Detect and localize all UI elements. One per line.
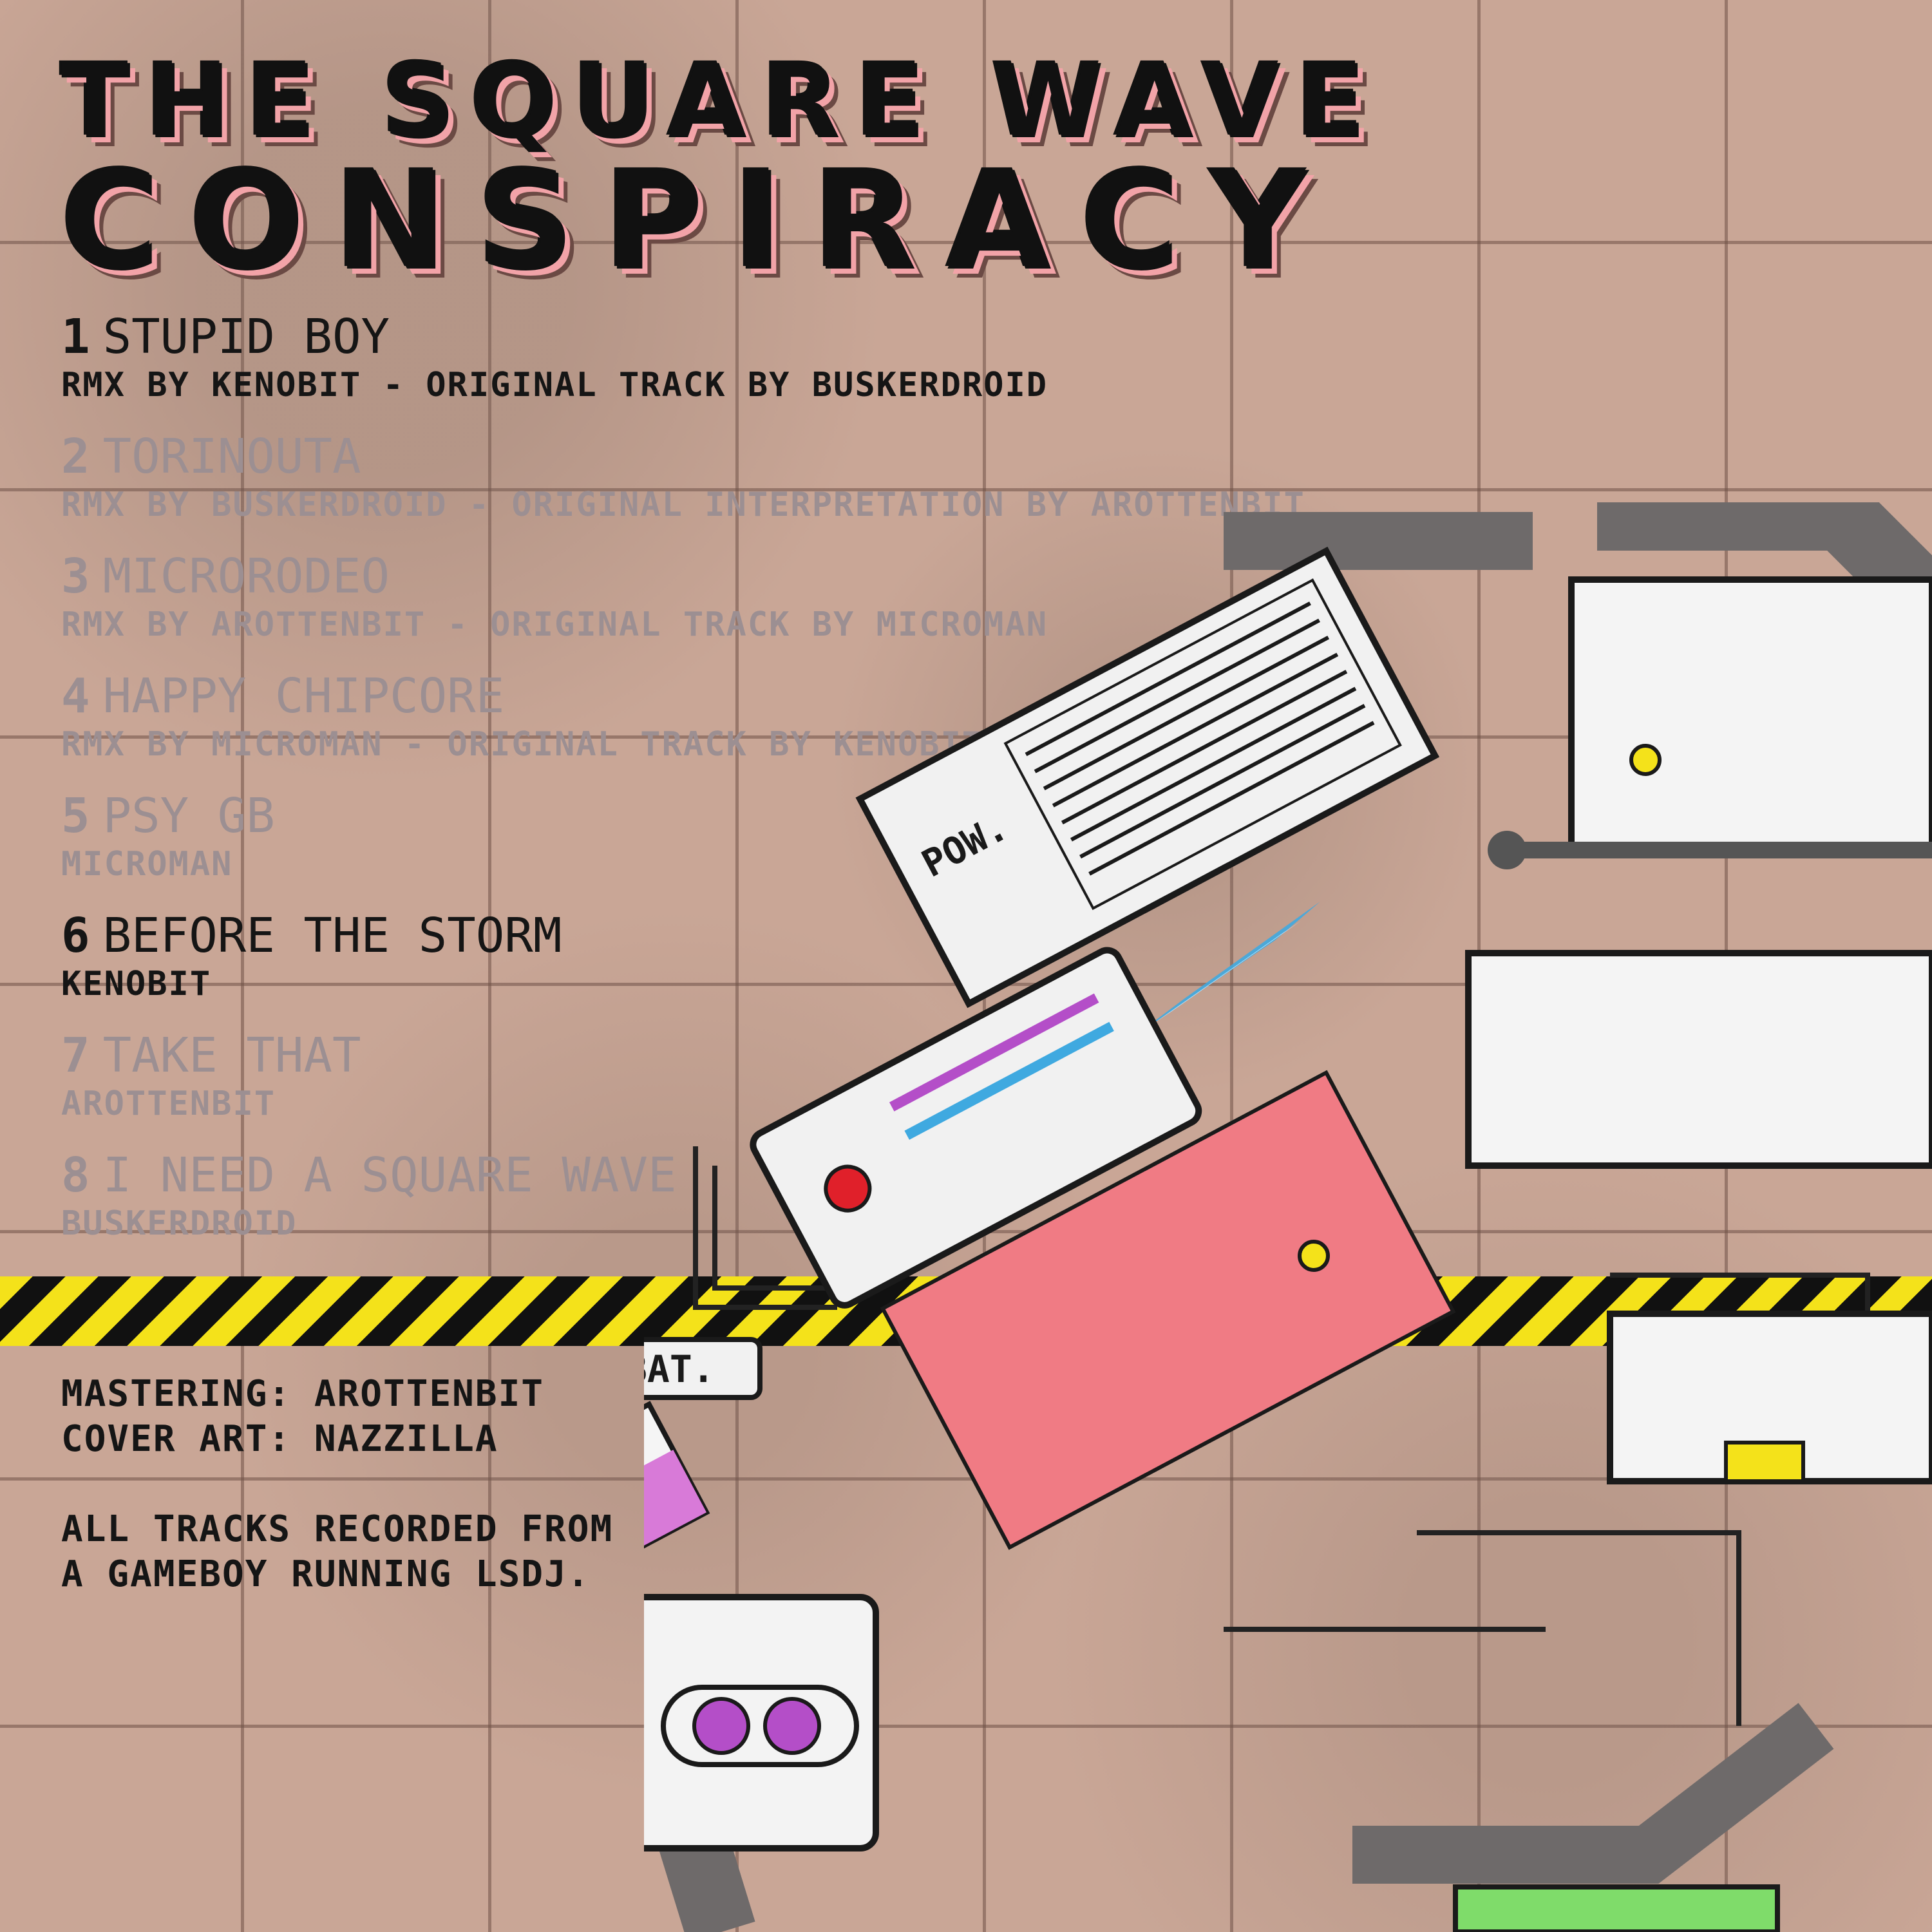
track-title: HAPPY CHIPCORE xyxy=(102,668,505,724)
track-number: 4 xyxy=(61,668,90,724)
gameboy-machine-illustration: POW. BAT. xyxy=(644,502,1932,1932)
vial-rack xyxy=(644,1401,710,1555)
mastering-credit: MASTERING: AROTTENBIT xyxy=(61,1373,545,1415)
track-number: 7 xyxy=(61,1028,90,1083)
cover-art-credit: COVER ART: NAZZILLA xyxy=(61,1418,498,1460)
yellow-bolt xyxy=(1629,744,1662,776)
track-number: 8 xyxy=(61,1148,90,1203)
track-title: PSY GB xyxy=(102,788,275,844)
track-title: STUPID BOY xyxy=(102,309,390,365)
track-number: 5 xyxy=(61,788,90,844)
green-tank xyxy=(1453,1884,1780,1932)
yellow-connector xyxy=(1724,1441,1805,1483)
track-credit: AROTTENBIT xyxy=(61,1084,276,1123)
machine-svg: POW. BAT. xyxy=(644,502,1932,1932)
recording-note-line1: ALL TRACKS RECORDED FROM xyxy=(61,1508,614,1550)
yellow-bolt xyxy=(1298,1240,1330,1272)
bat-device xyxy=(750,947,1202,1309)
pink-circuit-panel xyxy=(880,1070,1456,1550)
track-number: 2 xyxy=(61,429,90,484)
track-credit: MICROMAN xyxy=(61,845,233,884)
track-title: I NEED A SQUARE WAVE xyxy=(102,1148,677,1203)
track-number: 1 xyxy=(61,309,90,365)
track-credit: RMX BY AROTTENBIT - ORIGINAL TRACK BY MI… xyxy=(61,605,1048,644)
track-title: TORINOUTA xyxy=(102,429,361,484)
blue-beam xyxy=(1133,902,1320,1037)
pow-device: POW. xyxy=(855,546,1440,1009)
track-number: 3 xyxy=(61,549,90,604)
track-credit: RMX BY KENOBIT - ORIGINAL TRACK BY BUSKE… xyxy=(61,366,1048,404)
gameboy-controller xyxy=(644,1594,879,1852)
recording-note-line2: A GAMEBOY RUNNING LSDJ. xyxy=(61,1553,591,1595)
album-credits: MASTERING: AROTTENBIT COVER ART: NAZZILL… xyxy=(61,1372,613,1597)
track-credit: KENOBIT xyxy=(61,965,212,1003)
white-module xyxy=(1568,576,1932,853)
track-title: BEFORE THE STORM xyxy=(102,908,562,963)
track-number: 6 xyxy=(61,908,90,963)
album-title-line2: CONSPIRACY xyxy=(61,143,1338,301)
cable-tube xyxy=(1352,1703,1834,1884)
syringe-knob xyxy=(1488,831,1526,869)
track-credit: BUSKERDROID xyxy=(61,1204,298,1243)
track-title: TAKE THAT xyxy=(102,1028,361,1083)
blue-beam-core xyxy=(1153,921,1301,1024)
track-title: MICRORODEO xyxy=(102,549,390,604)
album-title-line1: THE SQUARE WAVE xyxy=(61,43,1382,162)
bat-plate xyxy=(644,1337,762,1400)
white-module xyxy=(1465,950,1932,1169)
bat-label: BAT. xyxy=(644,1347,715,1391)
track-credit: RMX BY BUSKERDROID - ORIGINAL INTERPRETA… xyxy=(61,486,1305,524)
track-credit: RMX BY MICROMAN - ORIGINAL TRACK BY KENO… xyxy=(61,725,984,764)
